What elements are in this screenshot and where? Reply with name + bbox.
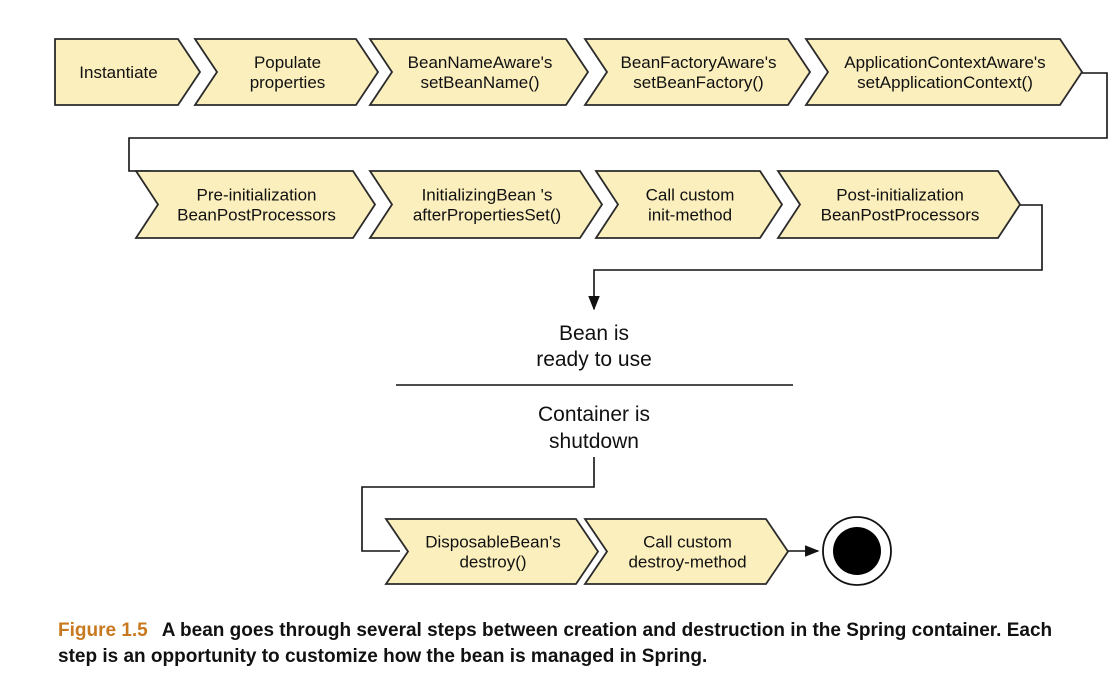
step-bean-name-aware-label: BeanNameAware's	[408, 53, 553, 72]
step-custom-init-label: Call custom	[646, 186, 735, 205]
ready-state-line-1: Bean is	[559, 322, 629, 345]
step-post-initialization-label: BeanPostProcessors	[821, 206, 980, 225]
step-custom-destroy-label: destroy-method	[628, 553, 746, 572]
step-populate-properties-label: properties	[250, 73, 326, 92]
step-pre-initialization-label: BeanPostProcessors	[177, 206, 336, 225]
ready-state-line-2: ready to use	[536, 348, 652, 371]
step-initializing-bean-label: afterPropertiesSet()	[413, 206, 561, 225]
shutdown-state-line-1: Container is	[538, 403, 650, 426]
connectors	[128, 72, 1108, 557]
step-initializing-bean-label: InitializingBean 's	[422, 186, 553, 205]
step-disposable-bean-label: DisposableBean's	[425, 533, 561, 552]
end-state-icon	[822, 516, 892, 586]
step-initializing-bean	[368, 170, 604, 239]
step-instantiate-label: Instantiate	[79, 63, 157, 82]
caption-text: A bean goes through several steps betwee…	[58, 620, 1053, 667]
step-pre-initialization-label: Pre-initialization	[197, 186, 317, 205]
step-application-context-aware-label: setApplicationContext()	[857, 73, 1033, 92]
step-pre-initialization	[134, 170, 377, 239]
step-disposable-bean	[384, 518, 600, 585]
shutdown-state-line-2: shutdown	[549, 430, 639, 453]
init-steps-row-2: Pre-initializationBeanPostProcessorsInit…	[134, 170, 1022, 239]
step-bean-factory-aware-label: setBeanFactory()	[633, 73, 763, 92]
step-populate-properties-label: Populate	[254, 53, 321, 72]
step-bean-factory-aware-label: BeanFactoryAware's	[620, 53, 776, 72]
step-bean-name-aware-label: setBeanName()	[420, 73, 539, 92]
step-populate-properties	[193, 38, 380, 106]
step-disposable-bean-label: destroy()	[459, 553, 526, 572]
step-instantiate	[54, 38, 202, 106]
step-bean-name-aware	[368, 38, 590, 106]
step-post-initialization-label: Post-initialization	[836, 186, 964, 205]
connector-row1-to-row2	[128, 72, 1108, 172]
figure-number: Figure 1.5	[58, 620, 148, 641]
connector-row2-to-ready	[588, 204, 1043, 311]
step-custom-init	[594, 170, 784, 239]
step-custom-init-label: init-method	[648, 206, 732, 225]
step-application-context-aware-label: ApplicationContextAware's	[844, 53, 1045, 72]
step-bean-factory-aware	[583, 38, 812, 106]
step-custom-destroy	[583, 518, 790, 585]
connector-shutdown-to-destroy	[361, 457, 595, 552]
step-post-initialization	[776, 170, 1022, 239]
step-application-context-aware	[804, 38, 1084, 106]
step-custom-destroy-label: Call custom	[643, 533, 732, 552]
